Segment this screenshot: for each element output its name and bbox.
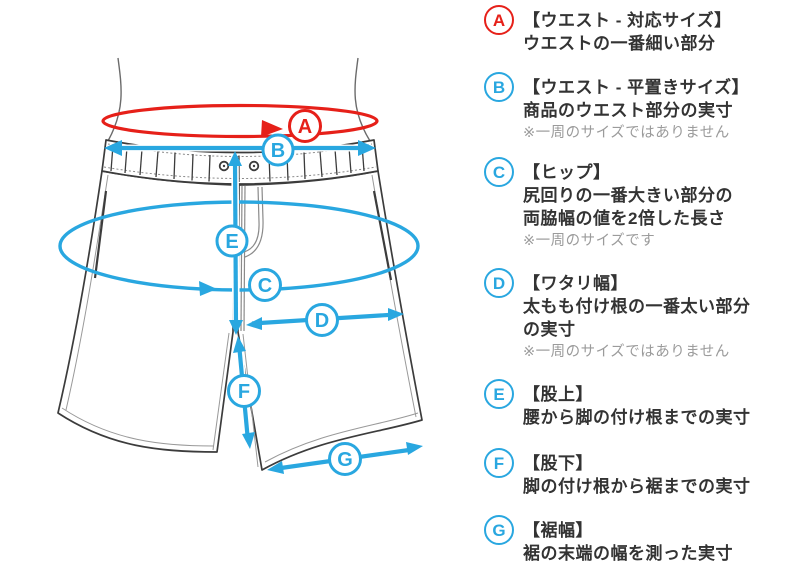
- legend-note: ※一周のサイズではありません: [523, 125, 730, 141]
- marker-e-letter: E: [225, 231, 238, 253]
- legend-letter: A: [492, 10, 506, 30]
- legend-line: 脚の付け根から裾までの実寸: [523, 477, 751, 496]
- legend-line: ウエストの一番細い部分: [523, 34, 716, 53]
- legend-badge-g: G: [484, 515, 514, 545]
- marker-f-badge: F: [227, 374, 261, 408]
- waist-flat-arrow: [104, 140, 376, 156]
- legend-title: 【ヒップ】: [523, 163, 611, 182]
- hip-arrowhead-icon: [199, 281, 217, 296]
- legend-badge-d: D: [484, 268, 514, 298]
- legend-line: 商品のウエスト部分の実寸: [523, 101, 733, 120]
- legend-badge-b: B: [484, 72, 514, 102]
- legend-note: ※一周のサイズです: [523, 233, 656, 249]
- marker-e-badge: E: [215, 224, 249, 258]
- fly-stitch-lines: [240, 185, 264, 332]
- legend-badge-a: A: [484, 5, 514, 35]
- shorts-size-diagram: A B C D E F G: [57, 57, 423, 476]
- left-leg: [57, 170, 235, 453]
- legend-title: 【裾幅】: [523, 521, 593, 540]
- legend-line: 両脇幅の値を2倍した長さ: [523, 209, 726, 228]
- legend-line: の実寸: [523, 320, 576, 339]
- torso-outline: [107, 57, 371, 142]
- arrowhead-left-icon: [246, 317, 262, 330]
- legend-badge-e: E: [484, 379, 514, 409]
- marker-g-letter: G: [337, 449, 353, 471]
- marker-a-badge: A: [288, 109, 322, 143]
- legend-item-d: D 【ワタリ幅】 太もも付け根の一番太い部分 の実寸 ※一周のサイズではありませ…: [484, 268, 751, 363]
- arrowhead-up-icon: [233, 336, 246, 353]
- marker-b-letter: B: [271, 140, 285, 162]
- waist-girth-arrow: [101, 103, 379, 139]
- legend-item-b: B 【ウエスト - 平置きサイズ】 商品のウエスト部分の実寸 ※一周のサイズでは…: [484, 72, 749, 144]
- arrowhead-up-icon: [228, 151, 242, 166]
- legend-badge-c: C: [484, 157, 514, 187]
- legend-line: 尻回りの一番大きい部分の: [523, 186, 733, 205]
- legend-line: 腰から脚の付け根までの実寸: [523, 408, 751, 427]
- arrowhead-right-icon: [388, 308, 404, 321]
- arrowhead-down-icon: [242, 432, 255, 449]
- legend-item-e: E 【股上】 腰から脚の付け根までの実寸: [484, 379, 751, 429]
- marker-b-badge: B: [261, 133, 295, 167]
- marker-d-badge: D: [305, 303, 339, 337]
- legend-line: 太もも付け根の一番太い部分: [523, 297, 751, 316]
- pocket-opening-lines: [93, 190, 393, 281]
- diagram-markers: A B C D E F G: [215, 109, 362, 476]
- legend-letter: E: [493, 384, 505, 404]
- marker-f-letter: F: [238, 381, 250, 403]
- legend-item-c: C 【ヒップ】 尻回りの一番大きい部分の 両脇幅の値を2倍した長さ ※一周のサイ…: [484, 157, 733, 252]
- arrowhead-right-icon: [358, 140, 376, 156]
- legend-item-f: F 【股下】 脚の付け根から裾までの実寸: [484, 448, 751, 498]
- legend-item-a: A 【ウエスト - 対応サイズ】 ウエストの一番細い部分: [484, 5, 732, 55]
- legend-badge-f: F: [484, 448, 514, 478]
- legend-letter: F: [493, 453, 505, 473]
- legend-item-g: G 【裾幅】 裾の末端の幅を測った実寸: [484, 515, 733, 565]
- arrowhead-right-icon: [406, 442, 423, 455]
- legend-title: 【ウエスト - 対応サイズ】: [523, 11, 732, 30]
- legend-title: 【ウエスト - 平置きサイズ】: [523, 78, 750, 97]
- legend-note: ※一周のサイズではありません: [523, 344, 730, 360]
- arrowhead-down-icon: [229, 320, 243, 335]
- legend-letter: D: [492, 273, 506, 293]
- legend-line: 裾の末端の幅を測った実寸: [523, 544, 733, 563]
- legend-title: 【股上】: [523, 385, 593, 404]
- marker-c-badge: C: [248, 268, 282, 302]
- legend-letter: G: [492, 520, 506, 540]
- arrowhead-left-icon: [104, 140, 122, 156]
- marker-d-letter: D: [315, 310, 329, 332]
- marker-a-letter: A: [298, 116, 312, 138]
- legend-letter: B: [492, 77, 506, 97]
- marker-c-letter: C: [258, 275, 272, 297]
- legend-title: 【股下】: [523, 454, 593, 473]
- arrowhead-left-icon: [267, 461, 284, 474]
- legend-title: 【ワタリ幅】: [523, 274, 628, 293]
- legend-letter: C: [492, 162, 506, 182]
- waist-arrowhead-icon: [261, 120, 283, 137]
- marker-g-badge: G: [328, 442, 362, 476]
